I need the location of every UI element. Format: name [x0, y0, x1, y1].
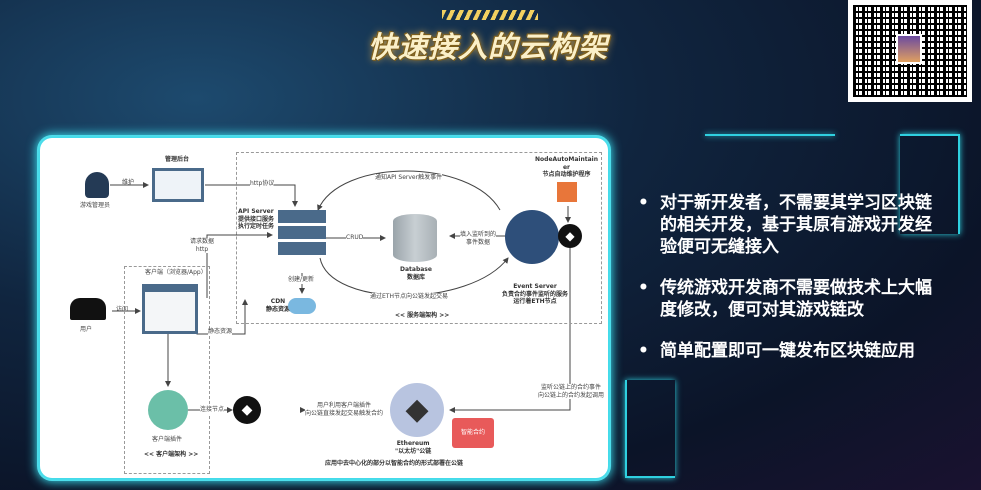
diagram-footer: 应用中去中心化的部分以智能合约的形式部署在公链: [325, 460, 464, 467]
database-icon: [393, 214, 437, 262]
bullet-item: 对于新开发者，不需要其学习区块链的相关开发，基于其原有游戏开发经验便可无缝接入: [638, 192, 938, 258]
frame-line: [705, 134, 835, 136]
listen-label: 监听公链上的合约事件向公链上的合约发起调用: [538, 384, 605, 399]
eth-node-icon: ◆: [558, 224, 582, 248]
api-server-icon: [278, 210, 326, 256]
maintain-label: 维护: [122, 179, 135, 186]
fill-text: 填入监听到的: [460, 231, 497, 238]
server-architecture-boundary: [236, 152, 602, 324]
ethereum-icon: ◆: [390, 383, 444, 437]
nam-text: NodeAutoMaintain: [535, 156, 599, 163]
user-tx-text: 用户利用客户端插件: [317, 402, 372, 409]
via-eth-label: 通过ETH节点向公链发起交易: [370, 293, 448, 301]
title-decoration: [442, 10, 538, 20]
maintainer-gear-icon: [557, 182, 577, 202]
slide-title: 快速接入的云构架: [368, 30, 609, 64]
qr-code: [848, 0, 972, 102]
http-protocol-label: http协议: [250, 180, 275, 188]
users-icon: [70, 298, 106, 320]
fill-text: 事件数据: [466, 238, 491, 246]
api-server-desc: 提供接口服务: [238, 215, 275, 223]
cloud-icon: [288, 298, 316, 314]
listen-text: 向公链上的合约发起调用: [538, 391, 605, 399]
qr-avatar: [896, 34, 922, 64]
ethereum-cn: "以太坊"公链: [395, 447, 432, 455]
frame-corner: [900, 134, 960, 234]
database-name: Database: [400, 266, 432, 273]
static-resource-label: 静态资源: [208, 328, 233, 336]
database-cn: 数据库: [406, 273, 425, 281]
plugin-icon: [148, 390, 188, 430]
create-update-label: 创建/更新: [288, 276, 315, 284]
cdn-name: CDN: [270, 298, 286, 305]
user-label: 用户: [80, 326, 93, 333]
fill-data-label: 填入监听到的事件数据: [460, 231, 497, 246]
frame-corner: [625, 380, 675, 478]
event-server-desc: 负责合约事件监听的服务: [502, 290, 569, 298]
eth-client-icon: ◆: [233, 396, 261, 424]
nam-text: er: [562, 163, 571, 171]
admin-console-label: 管理后台: [165, 156, 190, 163]
http-text: http: [195, 245, 209, 253]
admin-person-icon: [85, 172, 109, 198]
ethereum-name: Ethereum: [396, 440, 430, 447]
user-tx-text: 向公链直接发起交易触发合约: [305, 409, 384, 417]
bullet-item: 传统游戏开发商不需要做技术上大幅度修改，便可对其游戏链改: [638, 277, 938, 321]
client-architecture-boundary: [124, 266, 210, 474]
smart-contract-box: 智能合约: [452, 418, 494, 448]
event-server-desc: 运行着ETH节点: [513, 298, 557, 305]
computer-icon: [152, 168, 204, 202]
api-server-desc: 执行定时任务: [238, 223, 275, 230]
event-server-icon: [505, 210, 559, 264]
user-tx-label: 用户利用客户端插件向公链直接发起交易触发合约: [305, 402, 384, 417]
client-title: 客户端（浏览器/App）: [145, 269, 207, 276]
api-server-name: API Server: [238, 208, 274, 215]
visit-label: 访问: [116, 306, 129, 313]
connect-node-label: 连接节点: [200, 406, 225, 414]
listen-text: 监听公链上的合约事件: [541, 384, 602, 391]
plugin-label: 客户端插件: [152, 436, 183, 443]
event-server-name: Event Server: [513, 283, 557, 290]
cdn-desc: 静态资源: [266, 305, 291, 313]
nam-text: 节点自动维护程序: [542, 171, 591, 178]
server-arch-label: << 服务端架构 >>: [395, 312, 450, 319]
client-arch-label: << 客户端架构 >>: [144, 451, 199, 458]
bullet-list: 对于新开发者，不需要其学习区块链的相关开发，基于其原有游戏开发经验便可无缝接入 …: [638, 192, 938, 381]
ethereum-label: Ethereum"以太坊"公链: [395, 440, 431, 455]
crud-label: CRUD: [346, 234, 364, 242]
browser-icon: [142, 284, 198, 334]
request-data-text: 请求数据: [190, 238, 215, 245]
notify-label: 通知API Server触发事件: [375, 174, 443, 182]
bullet-item: 简单配置即可一键发布区块链应用: [638, 340, 938, 362]
admin-person-label: 游戏管理员: [80, 202, 111, 209]
